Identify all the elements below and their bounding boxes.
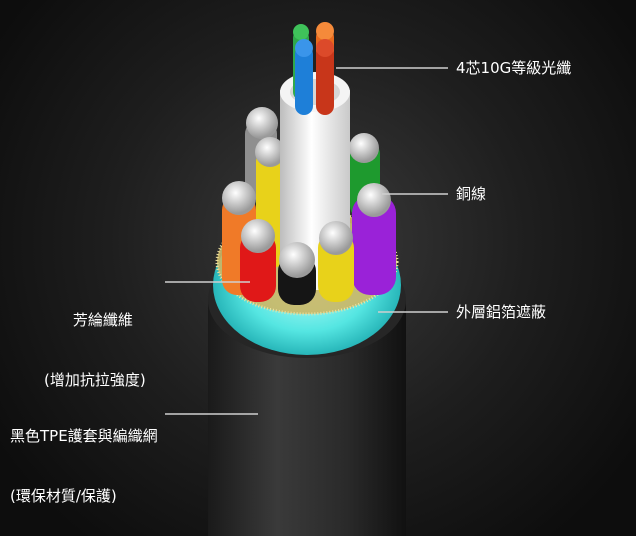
label-fiber-cores: 4芯10G等級光纖 — [456, 59, 572, 77]
wire-purple — [352, 183, 396, 295]
wire-yellow-right — [318, 221, 354, 302]
wire-black — [278, 242, 316, 305]
optical-fiber-cores — [293, 22, 334, 115]
leader-lines — [165, 67, 448, 415]
label-aramid-line1: 芳綸纖維 — [72, 311, 133, 329]
label-jacket-line1: 黑色TPE護套與編織網 — [10, 427, 158, 445]
label-foil-shield: 外層鋁箔遮蔽 — [456, 303, 547, 321]
label-copper-wire: 銅線 — [456, 185, 487, 203]
label-jacket-line2: (環保材質/保護) — [10, 487, 117, 505]
label-aramid-line2: (增加抗拉強度) — [44, 371, 146, 389]
label-jacket: 黑色TPE護套與編織網 (環保材質/保護) — [10, 386, 158, 536]
wire-red — [240, 219, 276, 302]
label-aramid-fiber: 芳綸纖維 (增加抗拉強度) — [44, 270, 146, 430]
